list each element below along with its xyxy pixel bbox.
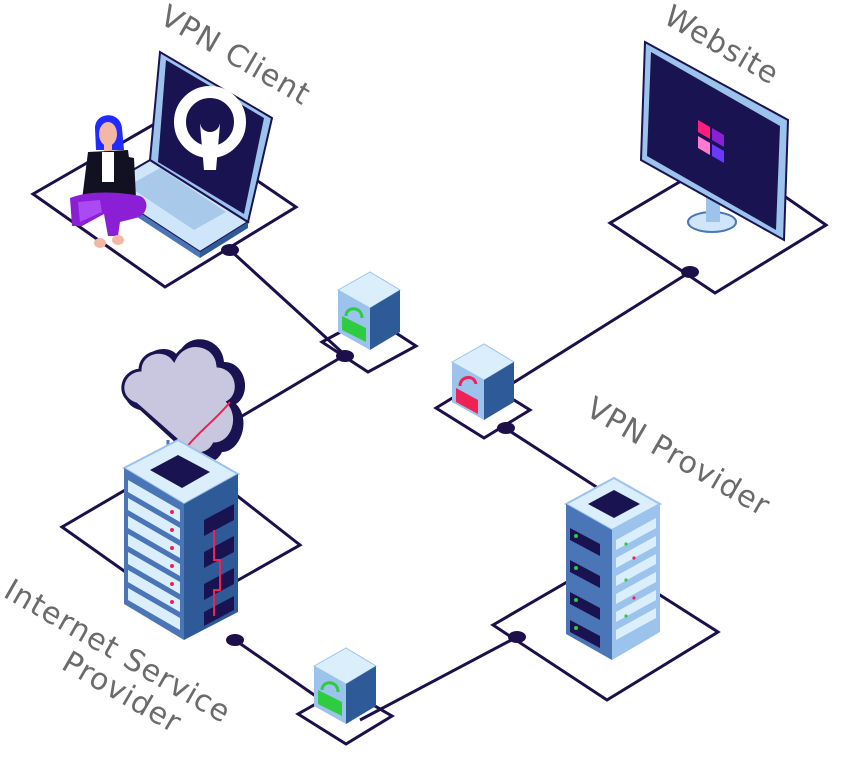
person-icon: [70, 115, 147, 248]
lock-icon: [318, 681, 342, 716]
lock-box-secure-2: [312, 647, 377, 724]
laptop-icon: [100, 50, 274, 258]
lock-box-secure-1: [336, 271, 401, 350]
vpn-logo-icon: [174, 86, 246, 170]
junction-dots: [221, 244, 699, 646]
lock-box-unsecure: [450, 343, 515, 420]
monitor-icon: [639, 40, 790, 242]
cloud-icon: [121, 339, 246, 464]
unlocked-lock-icon: [456, 376, 478, 414]
server-rack-icon: [563, 476, 663, 660]
server-rack-icon: [121, 438, 241, 640]
lock-icon: [342, 307, 366, 342]
connection-lines: [228, 248, 691, 722]
app-grid-icon: [698, 120, 724, 163]
